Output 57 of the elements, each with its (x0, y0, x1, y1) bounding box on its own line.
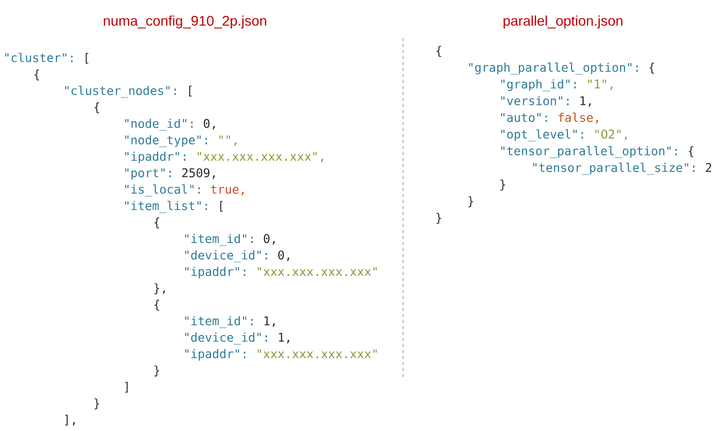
json-value: "xxx.xxx.xxx.xxx", (198, 152, 324, 162)
json-key: "auto": (501, 113, 547, 122)
bracket-text: { (436, 46, 442, 57)
json-key: "item_list": (125, 200, 207, 213)
json-key: "version": (501, 96, 569, 106)
json-key: "port": (125, 168, 171, 180)
bracket-text: } (436, 212, 442, 224)
json-value: "", (219, 136, 236, 146)
bracket-text: [ (86, 52, 88, 64)
json-key: "node_id": (125, 118, 193, 131)
bracket-text: ] (125, 382, 128, 393)
json-key: "tensor_parallel_option": (501, 146, 677, 158)
bracket-text: { (154, 217, 160, 228)
bracket-text: } (154, 365, 160, 377)
json-key: "node_type": (125, 135, 207, 148)
json-key: "ipaddr": (185, 266, 246, 278)
json-value: 0, (278, 250, 290, 262)
json-value: "1", (588, 80, 612, 90)
json-value: "xxx.xxx.xxx.xxx" (258, 349, 377, 358)
bracket-text: } (468, 196, 474, 208)
bracket-text: ], (65, 414, 75, 426)
json-key: "ipaddr": (125, 152, 186, 164)
bracket-text: [ (189, 86, 192, 96)
file-name-heading: numa_config_910_2p.json (104, 15, 266, 29)
bracket-text: [ (220, 200, 223, 212)
bracket-text: { (154, 300, 160, 311)
json-value: 2509, (182, 168, 215, 179)
json-key: "is_local": (125, 184, 200, 196)
json-key: "item_id": (185, 316, 253, 328)
json-key: "tensor_parallel_size": (533, 162, 694, 175)
json-key: "opt_level": (501, 129, 584, 142)
json-value: "O2", (595, 130, 627, 140)
json-value: 0, (264, 234, 275, 245)
bracket-text: } (500, 180, 506, 191)
json-key: "cluster_nodes": (65, 86, 176, 98)
json-value: true, (211, 185, 244, 196)
bracket-text: }, (154, 283, 165, 294)
json-value: 1, (580, 96, 591, 107)
bracket-text: { (688, 146, 694, 158)
json-key: "device_id": (185, 332, 267, 344)
json-key: "ipaddr": (185, 349, 246, 361)
json-key: "device_id": (185, 250, 267, 262)
json-value: 1, (264, 316, 275, 327)
bracket-text: { (34, 69, 40, 80)
json-value: 0, (204, 118, 215, 130)
bracket-text: { (94, 102, 100, 114)
bracket-text: { (650, 62, 654, 74)
bracket-text: } (94, 398, 100, 410)
json-key: "cluster": (5, 52, 73, 62)
json-value: "xxx.xxx.xxx.xxx" (258, 267, 377, 276)
json-value: false, (558, 112, 598, 124)
file-name-heading: parallel_option.json (504, 15, 622, 29)
json-key: "item_id": (185, 234, 253, 246)
json-key: "graph_parallel_option": (469, 62, 638, 75)
json-value: 1, (278, 332, 290, 344)
json-key: "graph_id": (501, 79, 576, 92)
json-value: 2 (706, 163, 712, 172)
